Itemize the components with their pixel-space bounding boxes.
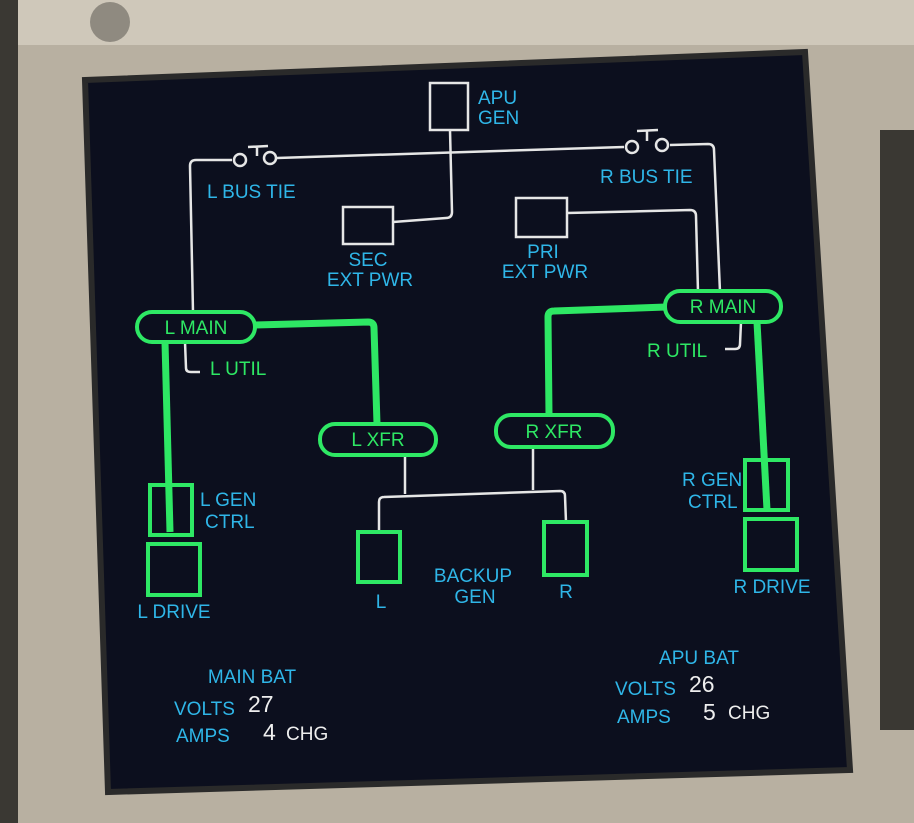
backup-gen-l-box <box>356 530 402 584</box>
r-xfr-label: R XFR <box>526 422 583 443</box>
l-gen-ctrl-label: L GEN <box>200 490 256 511</box>
r-bus-tie-icon <box>624 128 670 155</box>
r-util-line <box>725 321 743 351</box>
apu-gen-box <box>428 81 470 132</box>
main-bat-title: MAIN BAT <box>208 667 297 688</box>
l-util-label: L UTIL <box>210 359 266 380</box>
r-util-label: R UTIL <box>647 341 707 362</box>
r-gen-ctrl-label: CTRL <box>688 492 738 513</box>
r-main-to-r-xfr <box>544 303 667 416</box>
main-bat-volts-label: VOLTS <box>174 699 235 720</box>
apu-bat-amps-label: AMPS <box>617 707 671 728</box>
right-tie-line <box>669 142 722 293</box>
apu-gen-label: GEN <box>478 108 519 129</box>
r-drive-box <box>743 517 799 572</box>
l-main-bus <box>135 310 257 344</box>
pri-ext-line <box>566 208 700 293</box>
r-main-label: R MAIN <box>690 297 757 318</box>
l-main-to-l-drive <box>161 341 174 533</box>
l-main-label: L MAIN <box>165 318 228 339</box>
main-bat-amps-label: AMPS <box>176 726 230 747</box>
main-bat-volts-value: 27 <box>248 691 274 717</box>
sec-ext-pwr-box <box>341 205 395 246</box>
l-drive-box <box>146 542 202 597</box>
l-gen-ctrl-box <box>148 483 194 537</box>
r-drive-label: R DRIVE <box>733 577 810 598</box>
apu-line <box>392 129 454 224</box>
screen <box>81 48 854 796</box>
sec-ext-pwr-label: SEC <box>348 250 387 271</box>
pri-ext-pwr-box <box>514 196 569 239</box>
apu-bat-amps-value: 5 <box>703 699 716 725</box>
r-main-to-r-drive <box>753 321 771 511</box>
main-bat-amps-value: 4 <box>263 719 276 745</box>
screw-icon <box>90 2 130 42</box>
backup-gen-r-label: R <box>559 582 573 603</box>
backup-gen-r-box <box>542 520 589 577</box>
side-panel-right <box>880 130 914 730</box>
r-xfr-bus <box>494 413 615 449</box>
l-xfr-label: L XFR <box>351 430 404 451</box>
r-bus-tie-label: R BUS TIE <box>600 167 693 188</box>
side-panel-left <box>0 0 18 823</box>
l-util-line <box>183 341 200 374</box>
r-main-bus <box>663 289 783 324</box>
apu-bat-volts-label: VOLTS <box>615 679 676 700</box>
backup-lines <box>377 447 568 532</box>
backup-gen-label: GEN <box>454 587 495 608</box>
left-tie-line <box>188 158 232 313</box>
apu-bat-amps-status: CHG <box>728 703 770 724</box>
backup-gen-l-label: L <box>376 592 387 613</box>
l-main-to-l-xfr <box>254 318 381 425</box>
l-drive-label: L DRIVE <box>137 602 210 623</box>
powered-lines <box>161 303 771 533</box>
main-bat-amps-status: CHG <box>286 724 328 745</box>
bus-wiring <box>183 129 743 532</box>
bezel-top <box>0 0 914 45</box>
l-xfr-bus <box>318 422 438 457</box>
apu-bat-volts-value: 26 <box>689 671 715 697</box>
apu-gen-label: APU <box>478 88 517 109</box>
r-gen-ctrl-label: R GEN <box>682 470 742 491</box>
l-bus-tie-label: L BUS TIE <box>207 182 296 203</box>
r-gen-ctrl-box <box>743 458 790 512</box>
l-bus-tie-icon <box>232 144 278 168</box>
apu-bat-panel: APU BAT VOLTS 26 AMPS 5 CHG <box>615 648 770 728</box>
backup-gen-label: BACKUP <box>434 566 512 587</box>
l-gen-ctrl-label: CTRL <box>205 512 255 533</box>
sec-ext-pwr-label: EXT PWR <box>327 270 413 291</box>
pri-ext-pwr-label: EXT PWR <box>502 262 588 283</box>
pri-ext-pwr-label: PRI <box>527 242 559 263</box>
apu-bat-title: APU BAT <box>659 648 739 669</box>
main-bat-panel: MAIN BAT VOLTS 27 AMPS 4 CHG <box>174 667 328 747</box>
